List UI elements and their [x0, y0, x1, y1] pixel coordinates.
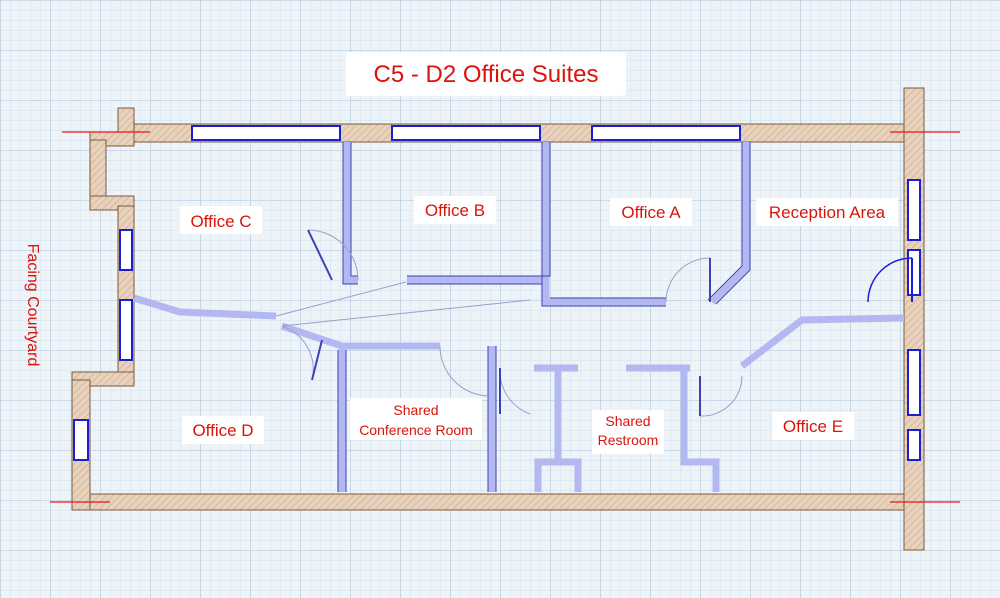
reference-lines — [50, 131, 960, 503]
office-b-label-bg — [414, 196, 496, 224]
room-label-conference-line1: Shared — [393, 402, 438, 418]
room-label-restroom-line1: Shared — [605, 413, 650, 429]
room-label-reception: Reception Area — [769, 203, 886, 222]
doors — [275, 229, 913, 417]
room-label-office-e: Office E — [783, 417, 843, 436]
conference-label-bg — [350, 398, 482, 440]
room-label-office-d: Office D — [192, 421, 253, 440]
room-label-restroom-line2: Restroom — [598, 432, 659, 448]
restroom-label-bg — [592, 410, 664, 454]
interior-walls — [132, 142, 905, 492]
office-d-label-bg — [182, 416, 264, 444]
room-label-office-c: Office C — [190, 212, 251, 231]
title-background — [346, 52, 626, 96]
page-title: C5 - D2 Office Suites — [374, 61, 599, 88]
interior-wall-outlines — [337, 142, 751, 492]
side-label: Facing Courtyard — [24, 244, 41, 367]
office-a-label-bg — [610, 198, 692, 226]
windows — [73, 125, 921, 461]
office-e-label-bg — [772, 412, 854, 440]
room-label-office-b: Office B — [425, 201, 485, 220]
reception-label-bg — [756, 198, 898, 226]
office-c-label-bg — [180, 206, 262, 234]
room-label-conference-line2: Conference Room — [359, 422, 473, 438]
room-label-office-a: Office A — [621, 203, 681, 222]
